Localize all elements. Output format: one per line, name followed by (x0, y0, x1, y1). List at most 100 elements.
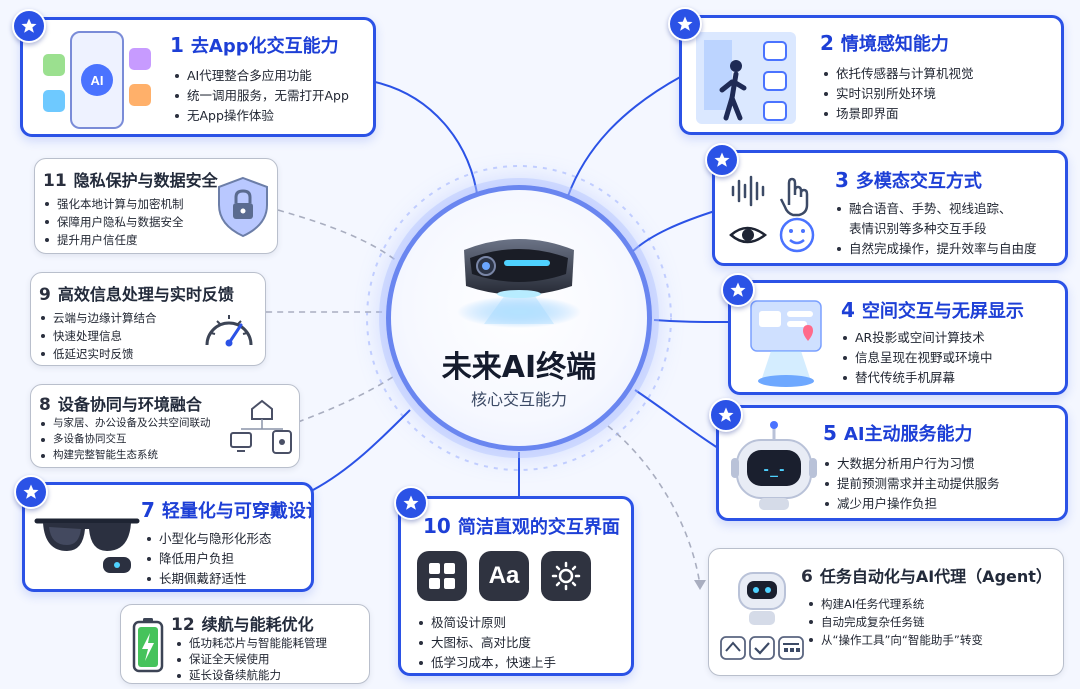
card-3-bullet: 融合语音、手势、视线追踪、 (837, 199, 1037, 219)
hub-outer-ring (366, 165, 672, 471)
battery-illustration (131, 617, 165, 673)
card-3-title: 3 多模态交互方式 (835, 167, 982, 193)
card-5-number: 5 (823, 421, 837, 445)
font-tile: Aa (479, 551, 529, 601)
card-11-title-text: 隐私保护与数据安全 (73, 171, 218, 190)
wearable-illustration (33, 499, 141, 579)
card-1-bullets: AI代理整合多应用功能 统一调用服务，无需打开App 无App操作体验 (175, 66, 349, 126)
card-11-bullet: 保障用户隐私与数据安全 (45, 213, 184, 231)
card-4-title-text: 空间交互与无屏显示 (861, 301, 1024, 322)
card-6-bullet: 从“操作工具”向“智能助手”转变 (809, 631, 983, 649)
card-3-number: 3 (835, 168, 849, 192)
ar-projection-icon (750, 300, 822, 387)
card-2-title-text: 情境感知能力 (840, 34, 949, 55)
card-7-bullet: 降低用户负担 (147, 549, 272, 569)
card-2-bullet: 依托传感器与计算机视觉 (824, 64, 974, 84)
center-title: 未来AI终端 (441, 350, 597, 385)
ai-badge-text: AI (91, 73, 104, 88)
card-12-bullet: 延长设备续航能力 (177, 667, 327, 683)
card-9-bullet: 快速处理信息 (41, 327, 157, 345)
card-10-bullet: 极简设计原则 (419, 613, 556, 633)
card-5-bullet: 减少用户操作负担 (825, 494, 1000, 514)
grid-tile (417, 551, 467, 601)
card-9-bullet: 云端与边缘计算结合 (41, 309, 157, 327)
security-illustration (215, 175, 271, 239)
ui-tiles: Aa (417, 551, 617, 603)
center-hub: 未来AI终端 核心交互能力 (386, 185, 652, 451)
card-1-de-app: AI 1 去App化交互能力 AI代理整合多应用功能 统一调用服务，无需打开App… (20, 17, 376, 137)
card-6-bullets: 构建AI任务代理系统 自动完成复杂任务链 从“操作工具”向“智能助手”转变 (809, 595, 983, 649)
card-8-bullet: 多设备协同交互 (41, 431, 211, 447)
app-integration-illustration: AI (37, 28, 157, 132)
card-2-star-icon (668, 7, 702, 41)
home-devices-icon (230, 399, 292, 454)
card-6-title-text: 任务自动化与AI代理（Agent） (819, 567, 1052, 586)
device-network-illustration (227, 395, 297, 461)
card-1-number: 1 (170, 33, 184, 57)
connector-3 (631, 209, 719, 253)
card-8-bullet: 与家居、办公设备及公共空间联动 (41, 415, 211, 431)
center-subtitle: 核心交互能力 (470, 390, 567, 409)
card-2-bullet: 场景即界面 (824, 104, 974, 124)
card-2-number: 2 (820, 31, 834, 55)
card-4-bullet: AR投影或空间计算技术 (843, 328, 993, 348)
speed-gauge-illustration (201, 305, 257, 353)
card-5-title: 5 AI主动服务能力 (823, 420, 973, 446)
card-4-star-icon (721, 273, 755, 307)
robot-face-text: -_- (762, 463, 785, 478)
card-3-title-text: 多模态交互方式 (855, 171, 982, 192)
card-7-bullets: 小型化与隐形化形态 降低用户负担 长期佩戴舒适性 (147, 529, 272, 589)
card-1-bullet: AI代理整合多应用功能 (175, 66, 349, 86)
shield-lock-icon (218, 176, 268, 238)
phone-apps-icon: AI (43, 31, 151, 129)
grid-icon (429, 563, 455, 589)
card-2-title: 2 情境感知能力 (820, 30, 949, 56)
card-1-bullet: 统一调用服务，无需打开App (175, 86, 349, 106)
card-2-bullets: 依托传感器与计算机视觉 实时识别所处环境 场景即界面 (824, 64, 974, 124)
card-10-title-text: 简洁直观的交互界面 (457, 517, 620, 538)
ai-device-illustration (457, 239, 581, 328)
robot-head-icon: -_- (731, 421, 817, 510)
card-9-number: 9 (39, 285, 51, 305)
card-3-bullets: 融合语音、手势、视线追踪、 表情识别等多种交互手段 自然完成操作，提升效率与自由… (837, 199, 1037, 259)
connector-6 (607, 425, 701, 586)
card-2-bullet: 实时识别所处环境 (824, 84, 974, 104)
card-7-number: 7 (141, 498, 155, 522)
card-12-bullet: 保证全天候使用 (177, 651, 327, 667)
card-10-star-icon (394, 486, 428, 520)
card-1-star-icon (12, 9, 46, 43)
card-1-title-text: 去App化交互能力 (190, 36, 339, 57)
card-5-bullet: 大数据分析用户行为习惯 (825, 454, 1000, 474)
card-11-bullet: 强化本地计算与加密机制 (45, 195, 184, 213)
card-12-bullet: 低功耗芯片与智能能耗管理 (177, 635, 327, 651)
agent-robot-task-icons (720, 572, 804, 660)
card-7-star-icon (14, 475, 48, 509)
card-8-bullets: 与家居、办公设备及公共空间联动 多设备协同交互 构建完整智能生态系统 (41, 415, 211, 463)
card-11-bullet: 提升用户信任度 (45, 231, 184, 249)
card-4-bullet: 信息呈现在视野或环境中 (843, 348, 993, 368)
card-9-title-text: 高效信息处理与实时反馈 (57, 285, 234, 304)
card-7-bullet: 长期佩戴舒适性 (147, 569, 272, 589)
spatial-illustration (741, 291, 831, 391)
voice-gesture-eye-face-icons (729, 175, 815, 253)
connector-2 (567, 75, 683, 197)
card-4-bullets: AR投影或空间计算技术 信息呈现在视野或环境中 替代传统手机屏幕 (843, 328, 993, 388)
card-5-title-text: AI主动服务能力 (843, 424, 973, 445)
card-1-bullet: 无App操作体验 (175, 106, 349, 126)
battery-icon (132, 618, 164, 673)
context-illustration (692, 26, 802, 130)
card-5-bullet: 提前预测需求并主动提供服务 (825, 474, 1000, 494)
